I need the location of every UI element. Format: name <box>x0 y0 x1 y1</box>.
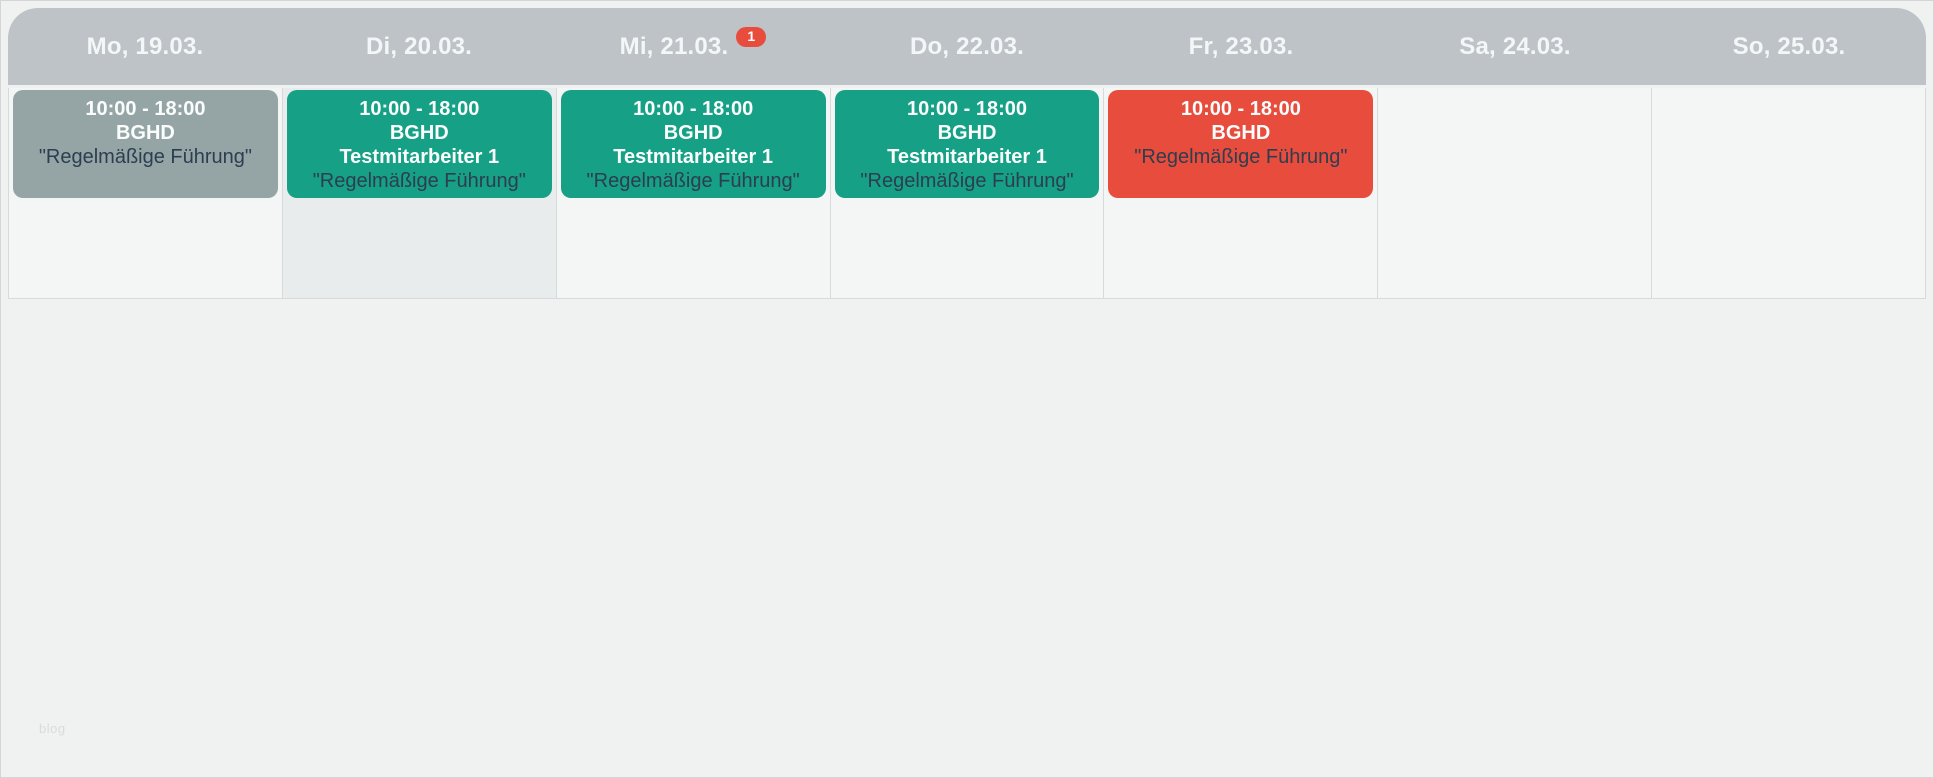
event-person: Testmitarbeiter 1 <box>613 146 773 168</box>
day-header-sunday: So, 25.03. <box>1652 8 1926 85</box>
day-header-saturday: Sa, 24.03. <box>1378 8 1652 85</box>
event-person: Testmitarbeiter 1 <box>887 146 1047 168</box>
event-org: BGHD <box>937 122 997 144</box>
day-header-thursday: Do, 22.03. <box>830 8 1104 85</box>
day-header-friday: Fr, 23.03. <box>1104 8 1378 85</box>
day-cell-saturday[interactable] <box>1378 88 1653 298</box>
day-cell-thursday[interactable]: 10:00 - 18:00 BGHD Testmitarbeiter 1 "Re… <box>830 88 1105 298</box>
event-time: 10:00 - 18:00 <box>906 98 1028 120</box>
calendar-header-row: Mo, 19.03. Di, 20.03. Mi, 21.03. 1 Do, 2… <box>8 8 1926 85</box>
event-org: BGHD <box>663 122 723 144</box>
day-cell-wednesday[interactable]: 10:00 - 18:00 BGHD Testmitarbeiter 1 "Re… <box>556 88 831 298</box>
day-header-label: Sa, 24.03. <box>1459 32 1571 60</box>
day-header-label: Di, 20.03. <box>365 32 473 60</box>
day-header-label: Do, 22.03. <box>909 32 1025 60</box>
day-header-monday: Mo, 19.03. <box>8 8 282 85</box>
event-card-tuesday[interactable]: 10:00 - 18:00 BGHD Testmitarbeiter 1 "Re… <box>286 90 552 198</box>
event-time: 10:00 - 18:00 <box>85 98 206 120</box>
day-header-label: Mi, 21.03. <box>619 32 729 60</box>
day-header-label: Mo, 19.03. <box>86 32 204 60</box>
day-header-label: So, 25.03. <box>1732 32 1846 60</box>
event-time: 10:00 - 18:00 <box>359 98 480 120</box>
day-header-wednesday: Mi, 21.03. 1 <box>556 8 830 85</box>
event-person: Testmitarbeiter 1 <box>339 146 500 168</box>
event-note: "Regelmäßige Führung" <box>860 170 1074 192</box>
event-org: BGHD <box>115 122 175 144</box>
day-cell-tuesday[interactable]: 10:00 - 18:00 BGHD Testmitarbeiter 1 "Re… <box>282 88 557 298</box>
event-note: "Regelmäßige Führung" <box>1134 146 1348 168</box>
notification-badge: 1 <box>736 26 767 47</box>
event-org: BGHD <box>1211 122 1271 144</box>
day-header-tuesday: Di, 20.03. <box>282 8 556 85</box>
day-cell-friday[interactable]: 10:00 - 18:00 BGHD "Regelmäßige Führung" <box>1104 88 1379 298</box>
event-org: BGHD <box>389 122 449 144</box>
day-cell-sunday[interactable] <box>1652 88 1927 298</box>
day-cell-monday[interactable]: 10:00 - 18:00 BGHD "Regelmäßige Führung" <box>9 88 283 298</box>
calendar-body-row: 10:00 - 18:00 BGHD "Regelmäßige Führung"… <box>8 88 1927 299</box>
week-calendar: Mo, 19.03. Di, 20.03. Mi, 21.03. 1 Do, 2… <box>8 8 1927 299</box>
day-header-label: Fr, 23.03. <box>1188 32 1294 60</box>
event-card-thursday[interactable]: 10:00 - 18:00 BGHD Testmitarbeiter 1 "Re… <box>834 90 1100 198</box>
event-time: 10:00 - 18:00 <box>633 98 754 120</box>
event-card-friday[interactable]: 10:00 - 18:00 BGHD "Regelmäßige Führung" <box>1108 90 1374 198</box>
watermark-blog: blog <box>39 721 66 736</box>
event-card-monday[interactable]: 10:00 - 18:00 BGHD "Regelmäßige Führung" <box>13 90 278 198</box>
event-note: "Regelmäßige Führung" <box>586 170 800 192</box>
event-note: "Regelmäßige Führung" <box>312 170 526 192</box>
event-note: "Regelmäßige Führung" <box>38 146 253 168</box>
event-time: 10:00 - 18:00 <box>1180 98 1301 120</box>
event-card-wednesday[interactable]: 10:00 - 18:00 BGHD Testmitarbeiter 1 "Re… <box>560 90 826 198</box>
